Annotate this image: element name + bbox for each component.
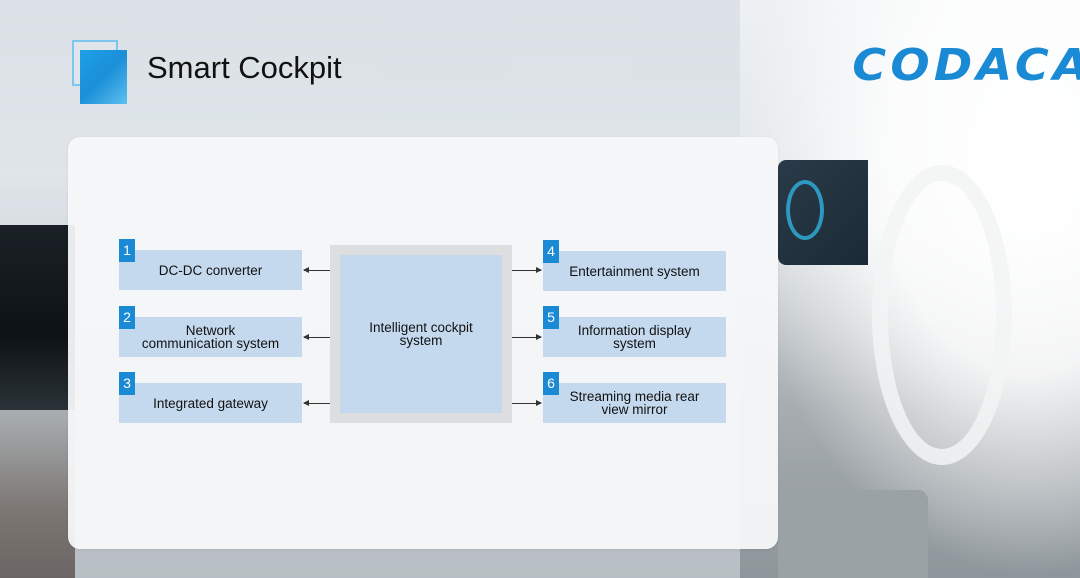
- background-center-console: [778, 490, 928, 578]
- background-car-window: [0, 225, 75, 410]
- node-streaming-media-rear-view-mirror: Streaming media rear view mirror: [543, 383, 726, 423]
- node-label: Integrated gateway: [153, 395, 268, 411]
- background-gauge: [786, 180, 824, 240]
- center-node-label: Intelligent cockpit system: [369, 320, 473, 348]
- node-integrated-gateway: Integrated gateway: [119, 383, 302, 423]
- node-entertainment-system: Entertainment system: [543, 251, 726, 291]
- background-car-door: [0, 410, 75, 578]
- node-number-badge: 3: [119, 372, 135, 395]
- arrow-right-icon: [512, 400, 542, 406]
- page-title: Smart Cockpit: [147, 50, 342, 85]
- arrow-left-icon: [303, 400, 330, 406]
- node-number-badge: 2: [119, 306, 135, 329]
- node-label: Entertainment system: [569, 263, 700, 279]
- arrow-right-icon: [512, 267, 542, 273]
- arrow-left-icon: [303, 334, 330, 340]
- node-label: DC-DC converter: [158, 262, 263, 278]
- node-label: Information display system: [577, 323, 692, 351]
- arrow-left-icon: [303, 267, 330, 273]
- node-number-badge: 1: [119, 239, 135, 262]
- square-filled: [80, 50, 127, 104]
- node-number-badge: 5: [543, 306, 559, 329]
- center-node: Intelligent cockpit system: [340, 255, 502, 413]
- node-number-badge: 6: [543, 372, 559, 395]
- background-steering-wheel: [872, 165, 1012, 465]
- node-network-communication-system: Network communication system: [119, 317, 302, 357]
- node-number-badge: 4: [543, 240, 559, 263]
- stacked-squares-icon: [72, 40, 128, 104]
- brand-logo: CODACA: [852, 40, 1080, 91]
- node-dc-dc-converter: DC-DC converter: [119, 250, 302, 290]
- node-label: Streaming media rear view mirror: [569, 389, 700, 417]
- node-information-display-system: Information display system: [543, 317, 726, 357]
- node-label: Network communication system: [141, 323, 280, 351]
- arrow-right-icon: [512, 334, 542, 340]
